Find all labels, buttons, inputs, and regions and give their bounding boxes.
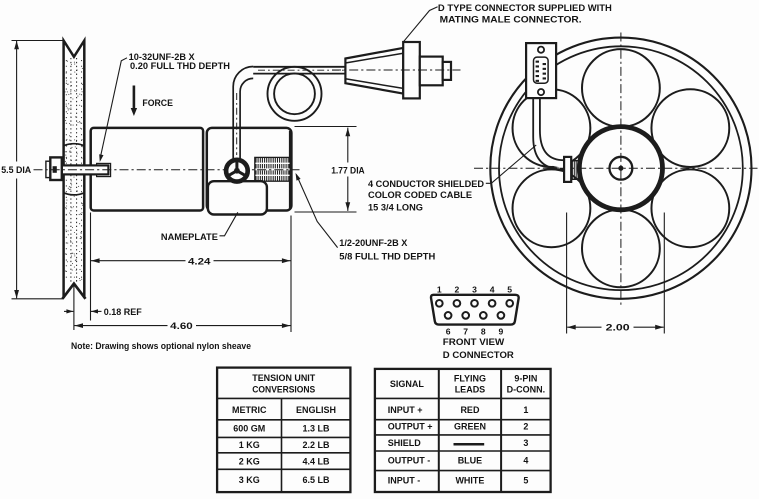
svg-text:2 KG: 2 KG [239,457,260,467]
svg-text:WHITE: WHITE [455,475,484,485]
svg-text:15 3/4 LONG: 15 3/4 LONG [368,203,423,213]
svg-text:2: 2 [455,284,460,294]
svg-text:METRIC: METRIC [232,405,267,415]
svg-text:TENSION UNIT: TENSION UNIT [252,373,315,383]
svg-text:GREEN: GREEN [454,422,486,432]
svg-text:FRONT VIEW: FRONT VIEW [443,337,505,347]
svg-text:CONVERSIONS: CONVERSIONS [252,384,315,394]
svg-text:3 KG: 3 KG [239,475,260,485]
svg-text:600 GM: 600 GM [233,424,265,434]
svg-text:4 CONDUCTOR SHIELDED: 4 CONDUCTOR SHIELDED [368,179,484,189]
svg-text:2.2 LB: 2.2 LB [302,440,330,450]
svg-text:SHIELD: SHIELD [388,438,422,448]
svg-text:OUTPUT -: OUTPUT - [388,455,431,465]
svg-text:MATING MALE CONNECTOR.: MATING MALE CONNECTOR. [440,15,582,25]
svg-text:Note: Drawing shows optional n: Note: Drawing shows optional nylon sheav… [71,341,251,351]
svg-text:9: 9 [499,326,504,336]
svg-text:1: 1 [523,405,528,415]
svg-text:LEADS: LEADS [455,385,486,395]
svg-text:1: 1 [437,284,442,294]
svg-text:0.20 FULL THD DEPTH: 0.20 FULL THD DEPTH [130,61,230,71]
svg-text:4: 4 [490,284,495,294]
svg-text:4.24: 4.24 [188,256,212,266]
svg-text:SIGNAL: SIGNAL [390,379,425,389]
svg-text:D TYPE CONNECTOR SUPPLIED WITH: D TYPE CONNECTOR SUPPLIED WITH [438,3,612,13]
svg-text:9-PIN: 9-PIN [514,373,537,383]
svg-text:1.3 LB: 1.3 LB [302,424,330,434]
svg-text:FORCE: FORCE [142,98,173,108]
svg-text:5/8 FULL THD DEPTH: 5/8 FULL THD DEPTH [339,251,435,261]
svg-text:1/2-20UNF-2B X: 1/2-20UNF-2B X [339,238,407,248]
svg-text:0.18 REF: 0.18 REF [104,307,142,317]
svg-text:BLUE: BLUE [458,455,483,465]
svg-text:4.60: 4.60 [170,321,193,331]
svg-text:FLYING: FLYING [454,373,486,383]
svg-text:COLOR CODED CABLE: COLOR CODED CABLE [368,190,472,200]
svg-text:5: 5 [523,475,528,485]
svg-text:INPUT +: INPUT + [388,405,423,415]
svg-text:3: 3 [472,284,477,294]
svg-text:7: 7 [463,326,468,336]
svg-text:6.5 LB: 6.5 LB [302,475,330,485]
svg-text:1 KG: 1 KG [239,440,260,450]
svg-text:2.00: 2.00 [606,322,630,332]
svg-text:RED: RED [460,405,480,415]
svg-text:5.5 DIA: 5.5 DIA [1,165,31,175]
svg-text:2: 2 [523,422,528,432]
svg-text:1.77 DIA: 1.77 DIA [331,165,365,175]
svg-text:D CONNECTOR: D CONNECTOR [443,350,515,360]
svg-text:8: 8 [481,326,486,336]
svg-text:6: 6 [446,326,451,336]
svg-text:OUTPUT +: OUTPUT + [388,422,433,432]
svg-text:10-32UNF-2B X: 10-32UNF-2B X [129,52,195,62]
svg-text:ENGLISH: ENGLISH [296,405,336,415]
svg-text:4.4 LB: 4.4 LB [302,457,330,467]
svg-text:5: 5 [507,284,512,294]
svg-text:INPUT -: INPUT - [388,475,421,485]
svg-text:4: 4 [523,455,528,465]
svg-text:D-CONN.: D-CONN. [507,385,546,395]
svg-text:3: 3 [523,438,528,448]
svg-text:NAMEPLATE: NAMEPLATE [161,232,218,242]
